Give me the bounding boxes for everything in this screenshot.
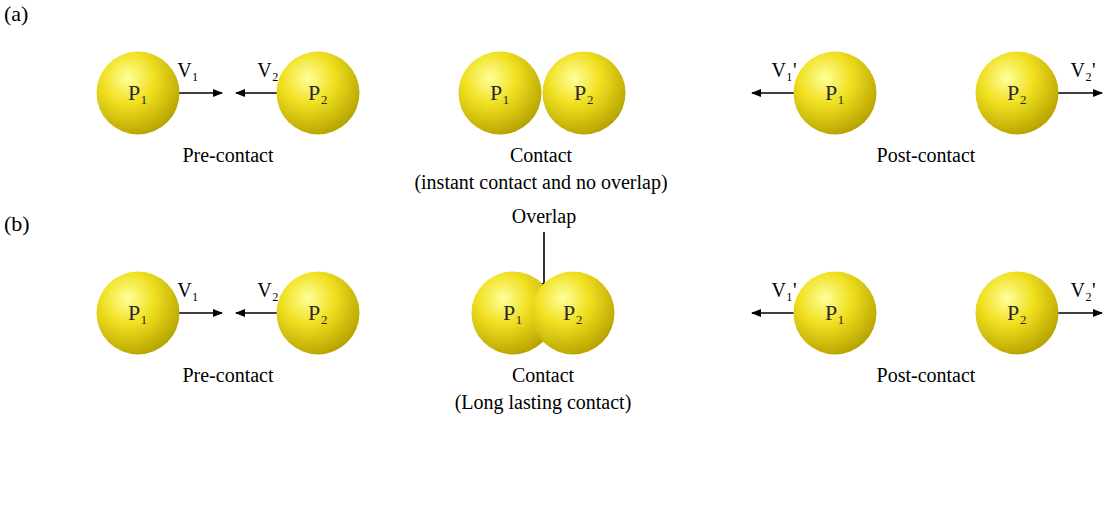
caption-text: (instant contact and no overlap) xyxy=(414,170,667,194)
particle-label: P₂ xyxy=(563,300,583,326)
caption-text: (Long lasting contact) xyxy=(455,390,632,414)
particle-sphere: P₁ xyxy=(793,271,877,355)
particle-sphere: P₂ xyxy=(542,51,626,135)
particle-sphere: P₂ xyxy=(531,271,615,355)
caption-text: V₁' xyxy=(771,58,796,82)
caption-text: Post-contact xyxy=(877,363,976,387)
particle-sphere: P₁ xyxy=(458,51,542,135)
caption-text: Pre-contact xyxy=(182,143,273,167)
particle-label: P₁ xyxy=(490,80,510,106)
particle-sphere: P₂ xyxy=(975,51,1059,135)
particle-label: P₁ xyxy=(825,80,845,106)
panel-label: (b) xyxy=(4,212,30,236)
panel-label: (a) xyxy=(4,2,28,26)
particle-label: P₂ xyxy=(308,300,328,326)
particle-label: P₂ xyxy=(1007,80,1027,106)
particle-label: P₂ xyxy=(308,80,328,106)
caption-text: Post-contact xyxy=(877,143,976,167)
particle-label: P₁ xyxy=(128,300,148,326)
particle-sphere: P₁ xyxy=(96,271,180,355)
caption-text: Pre-contact xyxy=(182,363,273,387)
particle-sphere: P₂ xyxy=(276,51,360,135)
caption-text: V₂' xyxy=(1070,58,1095,82)
particle-label: P₂ xyxy=(574,80,594,106)
particle-sphere: P₂ xyxy=(975,271,1059,355)
caption-text: V₂ xyxy=(257,58,278,82)
caption-text: V₁' xyxy=(771,278,796,302)
caption-text: Contact xyxy=(512,363,574,387)
particle-label: P₁ xyxy=(825,300,845,326)
caption-text: V₁ xyxy=(177,278,198,302)
particle-sphere: P₁ xyxy=(793,51,877,135)
caption-text: V₁ xyxy=(177,58,198,82)
caption-text: V₂' xyxy=(1070,278,1095,302)
caption-text: V₂ xyxy=(257,278,278,302)
caption-text: Overlap xyxy=(512,204,576,228)
particle-label: P₁ xyxy=(128,80,148,106)
particle-label: P₂ xyxy=(1007,300,1027,326)
particle-label: P₁ xyxy=(503,300,523,326)
particle-sphere: P₁ xyxy=(96,51,180,135)
particle-sphere: P₂ xyxy=(276,271,360,355)
caption-text: Contact xyxy=(510,143,572,167)
